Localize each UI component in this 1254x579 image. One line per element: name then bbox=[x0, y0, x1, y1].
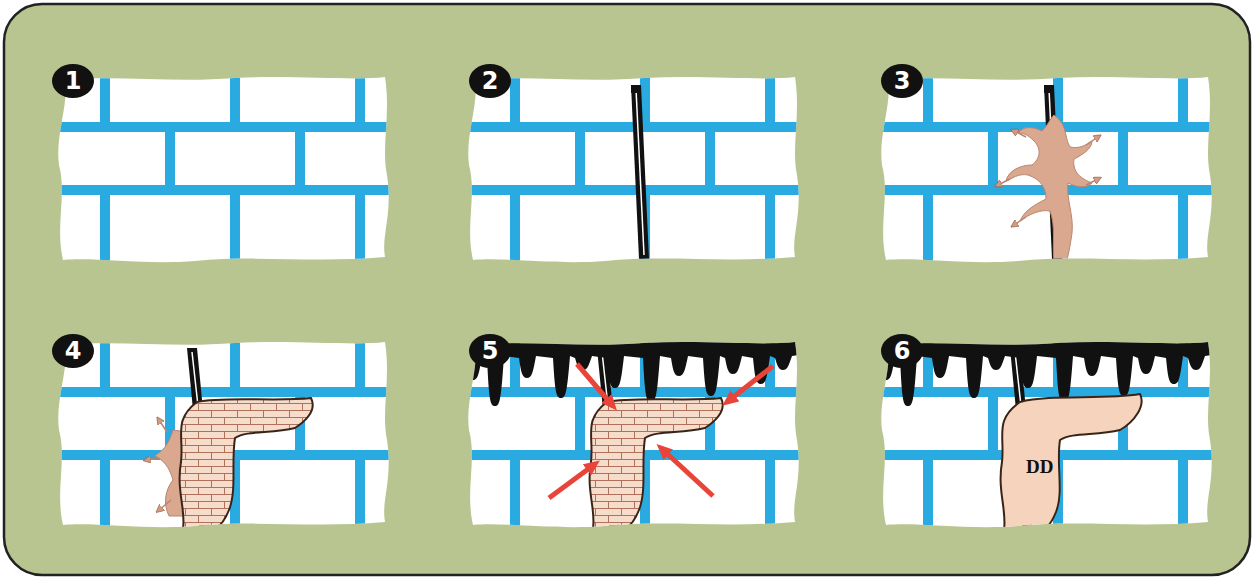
wall-panel-growth bbox=[45, 330, 405, 540]
wall-panel-deposit bbox=[868, 330, 1228, 540]
callout-number: 4 bbox=[52, 334, 94, 368]
background-panel bbox=[4, 4, 1250, 575]
deposit-label: DD bbox=[1026, 457, 1053, 476]
callout-number: 3 bbox=[881, 64, 923, 98]
dark-drips bbox=[460, 335, 805, 406]
wall-panel-crack bbox=[455, 65, 815, 275]
wall-panel-pressure bbox=[455, 330, 815, 540]
wall-panel bbox=[45, 65, 405, 275]
wall-panel-infill bbox=[868, 65, 1228, 275]
callout-number: 6 bbox=[881, 334, 923, 368]
dark-drips bbox=[873, 335, 1218, 406]
callout-number: 2 bbox=[469, 64, 511, 98]
callout-number: 1 bbox=[52, 64, 94, 98]
callout-number: 5 bbox=[469, 334, 511, 368]
